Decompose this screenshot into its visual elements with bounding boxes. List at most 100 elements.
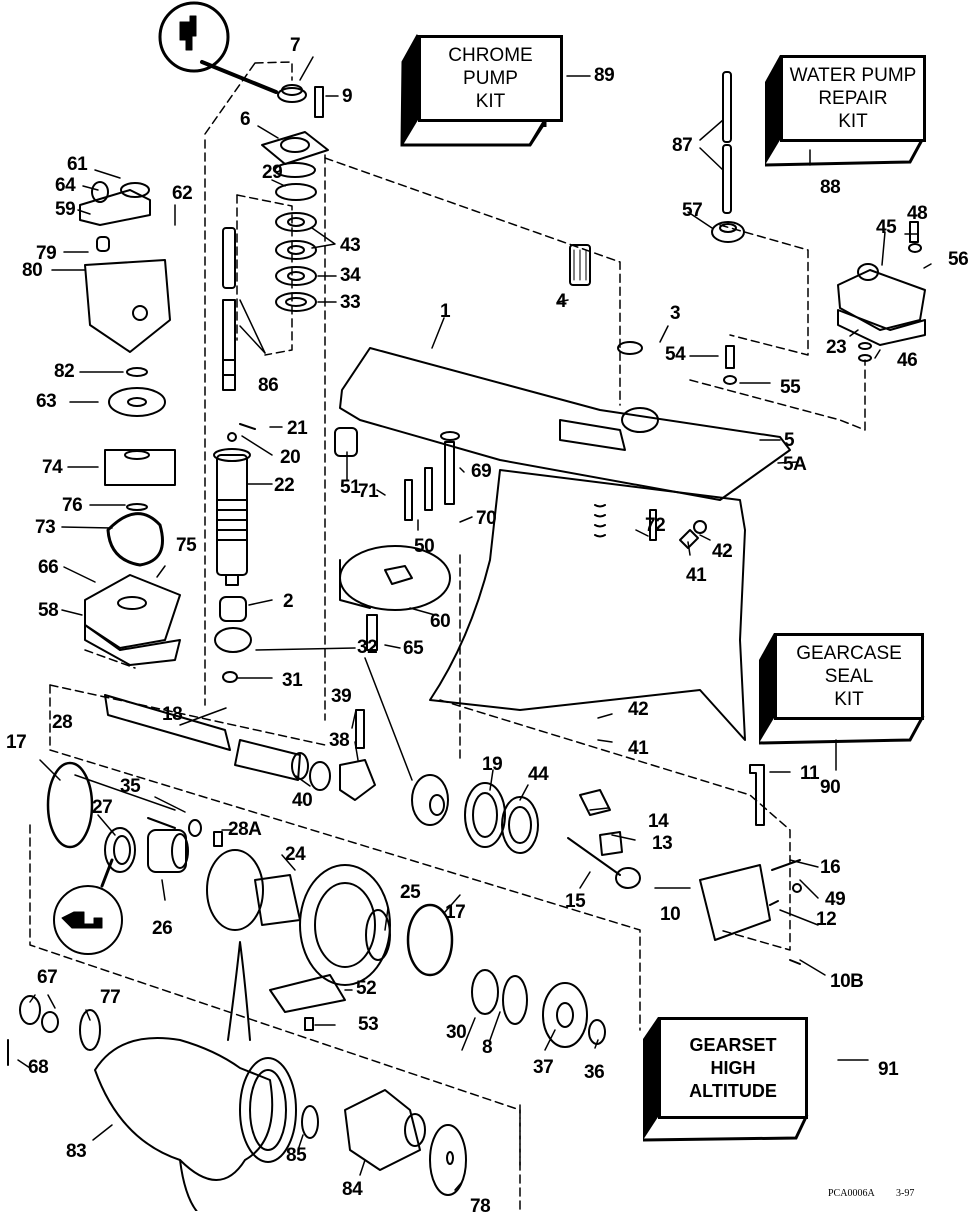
part-plate	[269, 974, 346, 1013]
part-water-tube	[711, 71, 745, 243]
callout-78: 78	[470, 1196, 491, 1217]
footer-drawing-code: PCA0006A	[828, 1188, 875, 1199]
footer-date: 3-97	[896, 1188, 915, 1199]
part-water-pump-housing	[79, 181, 181, 666]
callout-16: 16	[820, 857, 841, 878]
callout-14: 14	[648, 811, 669, 832]
assembly-guide-lines	[29, 61, 866, 1211]
part-screw	[314, 86, 324, 118]
callout-65: 65	[403, 638, 424, 659]
callout-42: 42	[712, 541, 733, 562]
callout-63: 63	[36, 391, 57, 412]
callout-70: 70	[476, 508, 497, 529]
callout-64: 64	[55, 175, 76, 196]
callout-74: 74	[42, 457, 63, 478]
callout-19: 19	[482, 754, 503, 775]
sealant-symbol-icon	[158, 1, 278, 94]
callout-2: 2	[283, 591, 294, 612]
kit-label-line: KIT	[834, 689, 864, 710]
callout-85: 85	[286, 1145, 307, 1166]
callout-57: 57	[682, 200, 703, 221]
part-shaft-tube	[213, 423, 256, 683]
callout-15: 15	[565, 891, 586, 912]
callout-7: 7	[290, 35, 301, 56]
callout-41: 41	[628, 738, 649, 759]
part-propeller	[7, 941, 467, 1211]
callout-68: 68	[28, 1057, 49, 1078]
callout-24: 24	[285, 844, 306, 865]
callout-28a: 28A	[228, 819, 262, 840]
kit-box-water-pump-repair: WATER PUMP REPAIR KIT	[762, 52, 928, 167]
part-shift-housing	[699, 864, 771, 941]
leader-lines	[17, 56, 932, 1191]
callout-10b: 10B	[830, 971, 864, 992]
callout-3: 3	[670, 303, 681, 324]
kit-label-line: PUMP	[463, 68, 518, 89]
callout-90: 90	[820, 777, 841, 798]
part-cover-plate	[837, 221, 926, 362]
kit-label: CHROME PUMP KIT	[418, 35, 563, 122]
callout-86: 86	[258, 375, 279, 396]
kit-label: GEARCASE SEAL KIT	[774, 633, 924, 720]
callout-37: 37	[533, 1057, 554, 1078]
callout-22: 22	[274, 475, 295, 496]
callout-39: 39	[331, 686, 352, 707]
callout-32: 32	[357, 637, 378, 658]
callout-73: 73	[35, 517, 56, 538]
part-ring	[617, 341, 643, 355]
callout-20: 20	[280, 447, 301, 468]
kit-label-line: REPAIR	[818, 88, 888, 109]
callout-45: 45	[876, 217, 897, 238]
callout-8: 8	[482, 1037, 493, 1058]
callout-21: 21	[287, 418, 308, 439]
callout-55: 55	[780, 377, 801, 398]
part-housing	[261, 131, 329, 165]
callout-51: 51	[340, 477, 361, 498]
sealant-symbol-icon	[53, 858, 123, 955]
kit-label-line: GEARCASE	[796, 643, 902, 664]
callout-91: 91	[878, 1059, 899, 1080]
callout-62: 62	[172, 183, 193, 204]
callout-28: 28	[52, 712, 73, 733]
callout-41: 41	[686, 565, 707, 586]
callout-88: 88	[820, 177, 841, 198]
kit-label-line: KIT	[838, 111, 868, 132]
callout-56: 56	[948, 249, 969, 270]
callout-44: 44	[528, 764, 549, 785]
callout-43: 43	[340, 235, 361, 256]
callout-69: 69	[471, 461, 492, 482]
callout-38: 38	[329, 730, 350, 751]
callout-27: 27	[92, 797, 113, 818]
callout-25: 25	[400, 882, 421, 903]
callout-26: 26	[152, 918, 173, 939]
kit-box-gearcase-seal: GEARCASE SEAL KIT	[756, 630, 926, 745]
callout-52: 52	[356, 978, 377, 999]
callout-35: 35	[120, 776, 141, 797]
callout-18: 18	[162, 704, 183, 725]
callout-17: 17	[6, 732, 27, 753]
callout-5: 5	[784, 430, 795, 451]
callout-40: 40	[292, 790, 313, 811]
callout-31: 31	[282, 670, 303, 691]
callout-29: 29	[262, 162, 283, 183]
part-seal	[277, 87, 307, 103]
callout-67: 67	[37, 967, 58, 988]
callout-76: 76	[62, 495, 83, 516]
part-anode-block	[569, 244, 591, 286]
callout-89: 89	[594, 65, 615, 86]
part-trim-tab	[339, 545, 451, 651]
callout-50: 50	[414, 536, 435, 557]
kit-label: WATER PUMP REPAIR KIT	[780, 55, 926, 142]
callout-61: 61	[67, 154, 88, 175]
callout-79: 79	[36, 243, 57, 264]
callout-34: 34	[340, 265, 361, 286]
callout-36: 36	[584, 1062, 605, 1083]
callout-66: 66	[38, 557, 59, 578]
kit-label-line: GEARSET	[689, 1034, 777, 1055]
callout-13: 13	[652, 833, 673, 854]
kit-label-line: ALTITUDE	[689, 1080, 777, 1101]
callout-42: 42	[628, 699, 649, 720]
callout-6: 6	[240, 109, 251, 130]
kit-label-line: HIGH	[710, 1057, 756, 1078]
